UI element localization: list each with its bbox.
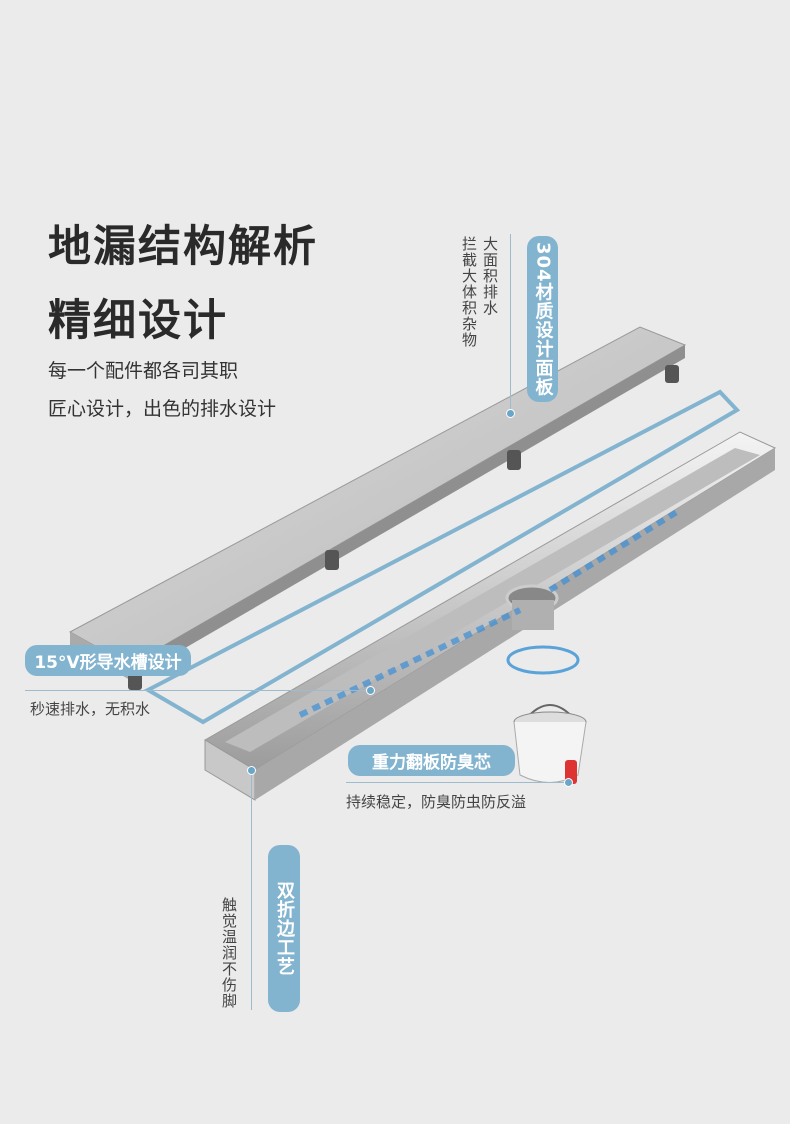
groove-badge: 15°V形导水槽设计 [25,645,191,676]
anti-odor-core [513,704,587,784]
edge-dot [247,766,256,775]
subtitle-line2: 匠心设计，出色的排水设计 [48,398,277,420]
edge-badge: 双折边工艺 [268,845,300,1012]
core-leader-line [346,782,568,783]
groove-desc: 秒速排水，无积水 [30,700,151,718]
groove-leader-line [25,690,370,691]
panel-leader-line [510,234,511,412]
edge-desc: 触觉温润不伤脚 [220,897,238,1009]
seal-ring [506,645,580,675]
core-dot [564,778,573,787]
heading-line2: 精细设计 [48,296,228,346]
core-badge: 重力翻板防臭芯 [348,745,515,776]
panel-desc1: 大面积排水 [481,236,499,316]
core-desc: 持续稳定，防臭防虫防反溢 [346,793,527,811]
panel-badge: 304材质设计面板 [527,236,558,402]
drain-trough [204,431,777,801]
panel-dot [506,409,515,418]
grate-outline [143,389,741,725]
subtitle-line1: 每一个配件都各司其职 [48,360,239,382]
groove-dot [366,686,375,695]
panel-desc2: 拦截大体积杂物 [460,236,478,348]
edge-leader-line [251,770,252,1010]
heading-line1: 地漏结构解析 [48,222,318,272]
